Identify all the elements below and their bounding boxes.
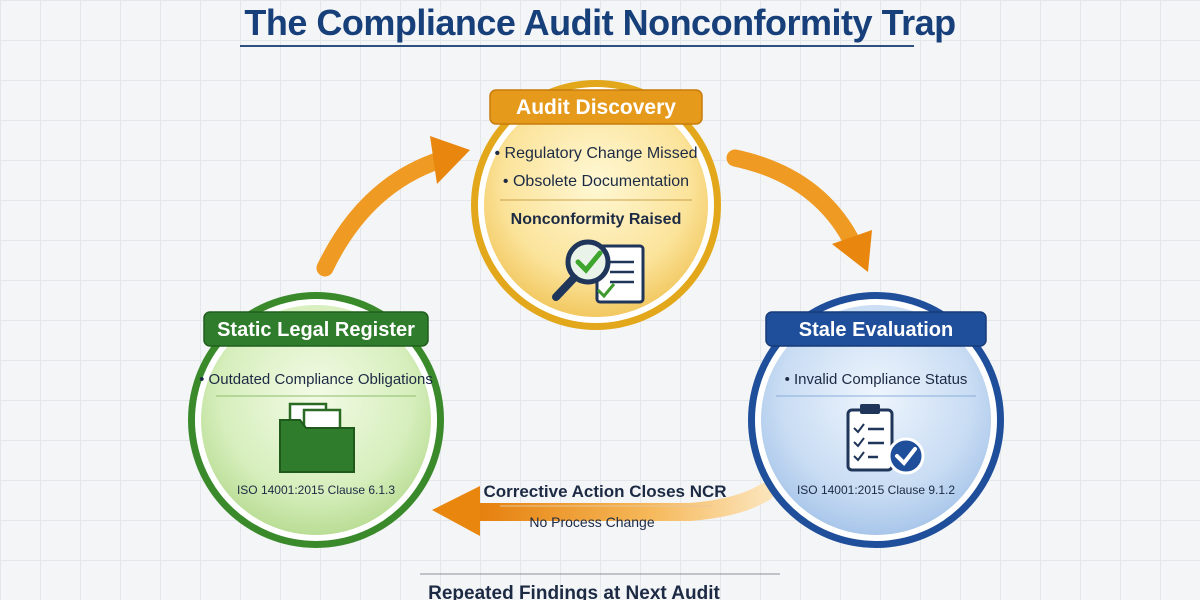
audit-bullet-1: • Regulatory Change Missed <box>494 145 697 162</box>
diagram-title: The Compliance Audit Nonconformity Trap <box>244 2 956 43</box>
stale-header: Stale Evaluation <box>799 319 954 341</box>
legal-clause: ISO 14001:2015 Clause 6.1.3 <box>237 483 395 497</box>
stale-clause: ISO 14001:2015 Clause 9.1.2 <box>797 483 955 497</box>
corrective-action-label: Corrective Action Closes NCR <box>483 482 726 501</box>
stage-stale-evaluation: Stale Evaluation • Invalid Compliance St… <box>748 292 1004 548</box>
audit-bullet-2: • Obsolete Documentation <box>503 173 689 190</box>
arrow-audit-to-stale <box>726 149 872 272</box>
stage-static-legal-register: Static Legal Register • Outdated Complia… <box>188 292 444 548</box>
audit-header-banner <box>489 89 703 125</box>
arrow-legal-to-audit <box>316 136 470 277</box>
no-process-change-label: No Process Change <box>529 514 655 530</box>
legal-header: Static Legal Register <box>217 319 415 341</box>
audit-result: Nonconformity Raised <box>511 211 682 228</box>
audit-header: Audit Discovery <box>516 96 676 119</box>
clipboard-check-icon <box>846 404 925 475</box>
stale-header-banner <box>765 311 987 347</box>
arrow-stale-to-legal <box>432 483 774 536</box>
legal-header-banner <box>203 311 429 347</box>
folder-documents-icon <box>279 402 355 473</box>
legal-bullet-1: • Outdated Compliance Obligations <box>199 371 433 388</box>
magnifier-check-document-icon <box>552 239 645 304</box>
stage-audit-discovery: Audit Discovery • Regulatory Change Miss… <box>471 80 721 330</box>
footer-label: Repeated Findings at Next Audit <box>428 583 720 600</box>
title-underline <box>240 45 914 47</box>
stale-bullet-1: • Invalid Compliance Status <box>785 371 968 388</box>
